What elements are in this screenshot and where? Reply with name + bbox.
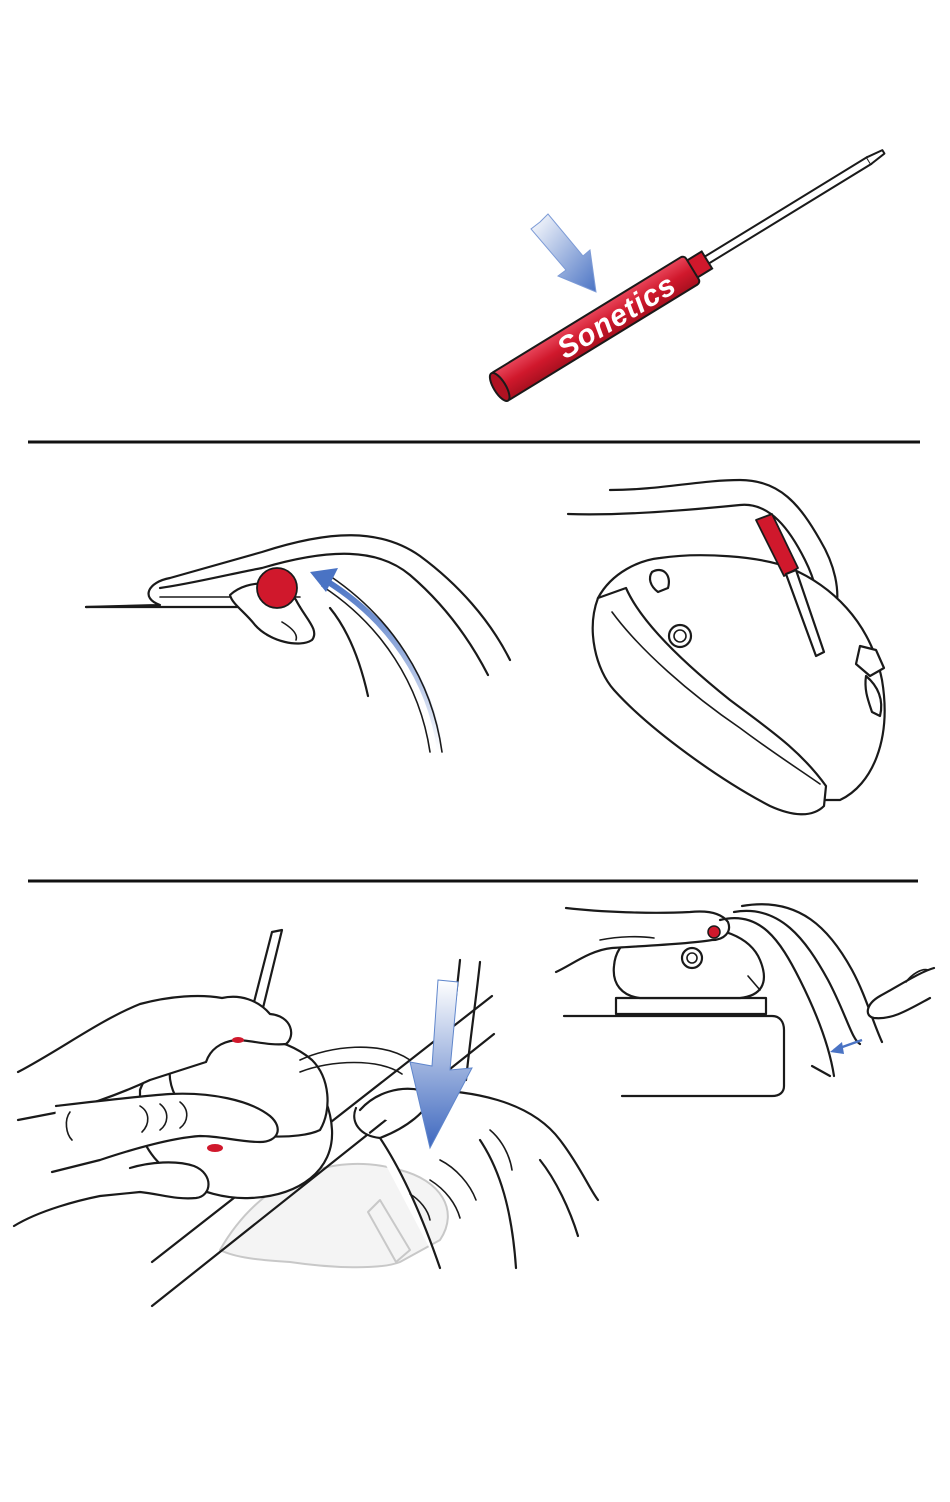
screwdriver-icon: Sonetics bbox=[486, 138, 893, 405]
panel-headset-detail bbox=[568, 480, 885, 814]
down-arrow-icon bbox=[531, 214, 596, 292]
hinge-pin-icon bbox=[257, 568, 297, 608]
curved-arrow-icon bbox=[310, 568, 442, 752]
panel-tool: Sonetics bbox=[486, 138, 893, 405]
panel-hands-assembly bbox=[14, 930, 598, 1306]
panel-pin-insertion bbox=[556, 904, 934, 1096]
panel-hinge-closeup bbox=[86, 535, 510, 752]
small-arrow-icon bbox=[830, 1040, 862, 1054]
brand-label: Sonetics bbox=[552, 268, 683, 366]
